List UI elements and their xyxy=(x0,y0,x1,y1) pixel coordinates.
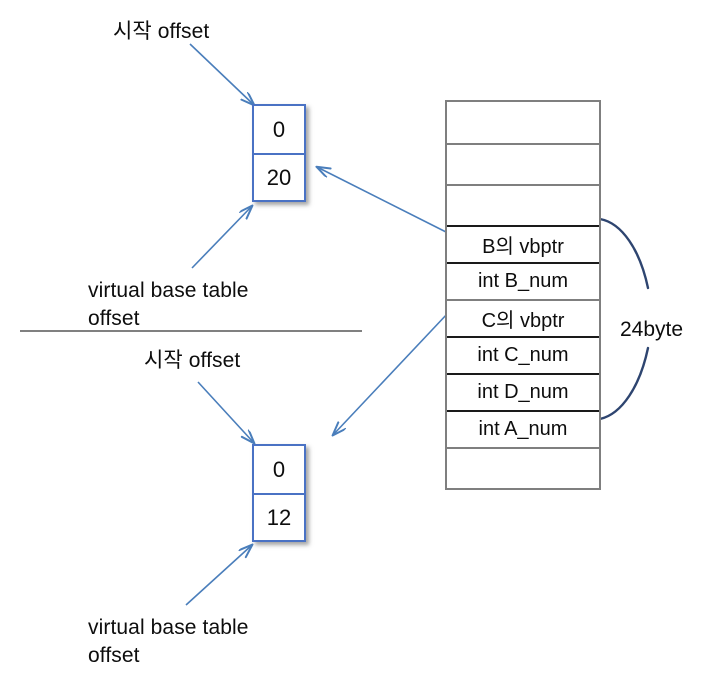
arrow-vbtable-offset-top xyxy=(191,206,252,269)
arrow-vbtable-offset-bottom xyxy=(185,545,252,606)
label-vbtable-offset-top: virtual base table offset xyxy=(88,279,249,330)
vbtable-bottom[interactable]: 0 12 xyxy=(252,444,306,542)
memory-row xyxy=(447,447,599,488)
section-divider xyxy=(20,330,362,332)
memory-row-b-vbptr: B의 vbptr xyxy=(447,225,599,262)
size-brace xyxy=(598,217,650,290)
memory-row-int-a-num: int A_num xyxy=(447,410,599,447)
label-start-offset-bottom: 시작 offset xyxy=(144,349,241,372)
vbtable-top[interactable]: 0 20 xyxy=(252,104,306,202)
arrow-start-offset-top xyxy=(189,43,254,105)
vbtable-bottom-cell-1: 12 xyxy=(254,493,304,540)
arrow-bvbptr-to-vbtable-top xyxy=(317,167,449,234)
memory-row xyxy=(447,143,599,184)
label-vbtable-offset-bottom: virtual base table offset xyxy=(88,616,249,667)
memory-row xyxy=(447,102,599,143)
size-annotation-label: 24byte xyxy=(620,318,684,341)
vbtable-top-cell-1: 20 xyxy=(254,153,304,200)
memory-row-c-vbptr: C의 vbptr xyxy=(447,299,599,336)
memory-row xyxy=(447,184,599,225)
memory-layout-table: B의 vbptr int B_num C의 vbptr int C_num in… xyxy=(445,100,601,490)
memory-row-int-b-num: int B_num xyxy=(447,262,599,299)
vbtable-top-cell-0: 0 xyxy=(254,106,304,153)
memory-row-int-d-num: int D_num xyxy=(447,373,599,410)
size-brace-lower xyxy=(598,346,650,421)
arrow-start-offset-bottom xyxy=(197,381,254,443)
memory-row-int-c-num: int C_num xyxy=(447,336,599,373)
label-start-offset-top: 시작 offset xyxy=(113,20,210,43)
vbtable-bottom-cell-0: 0 xyxy=(254,446,304,493)
